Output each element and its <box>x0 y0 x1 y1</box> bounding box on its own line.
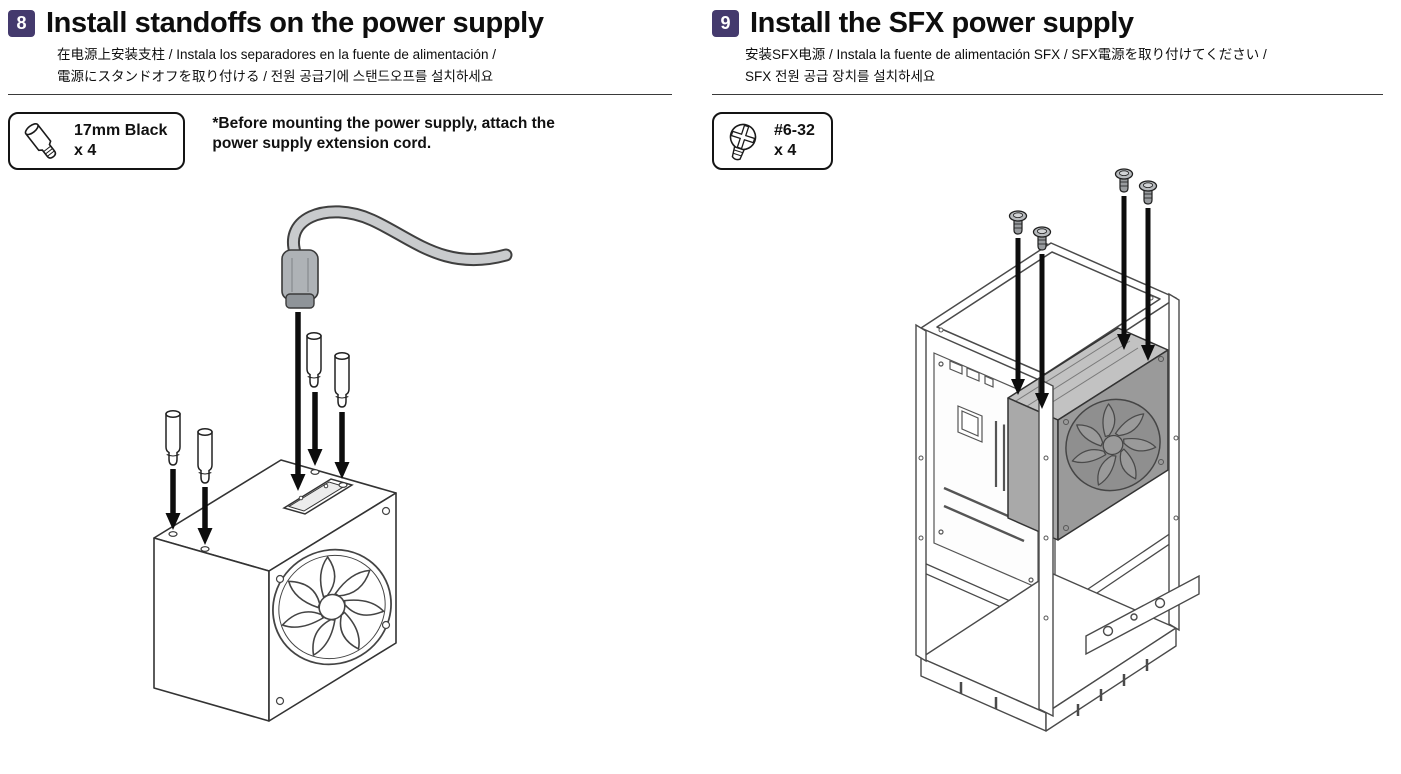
note-line1: *Before mounting the power supply, attac… <box>212 115 555 133</box>
step-9-badge: 9 <box>712 10 739 37</box>
part-box-standoff: 17mm Black x 4 <box>8 112 186 171</box>
step-8-parts-row: 17mm Black x 4 *Before mounting the powe… <box>8 112 696 171</box>
standoff-installation-illustration <box>153 205 513 722</box>
note-line2: power supply extension cord. <box>212 135 432 153</box>
step-8-subtitles: 在电源上安装支柱 / Instala los separadores en la… <box>0 44 696 87</box>
step-8-subtitle-line2: 電源にスタンドオフを取り付ける / 전원 공급기에 스탠드오프를 설치하세요 <box>57 68 494 84</box>
psu-fan-screw-holes <box>275 506 391 706</box>
part-qty: x 4 <box>74 142 97 160</box>
part-name: #6-32 <box>774 122 815 140</box>
rivet-holes <box>918 295 1179 621</box>
step-9-header: 9 Install the SFX power supply <box>704 0 1401 40</box>
step-9-section: 9 Install the SFX power supply 安装SFX电源 /… <box>704 0 1401 774</box>
step-9-title: Install the SFX power supply <box>750 7 1134 39</box>
install-arrows <box>1011 196 1155 409</box>
psu-connector-recess <box>282 478 354 515</box>
step-8-title: Install standoffs on the power supply <box>46 7 544 39</box>
part-qty: x 4 <box>774 142 797 160</box>
extension-cord-cable <box>287 205 513 267</box>
standoffs <box>165 332 350 484</box>
step-8-divider <box>8 94 672 96</box>
extension-cord-connector <box>281 249 319 309</box>
psu-screws <box>1008 168 1158 251</box>
part-text: #6-32 x 4 <box>774 121 815 161</box>
step-8-section: 8 Install standoffs on the power supply … <box>0 0 696 774</box>
install-arrows <box>165 312 350 545</box>
step-8-badge: 8 <box>8 10 35 37</box>
step-8-header: 8 Install standoffs on the power supply <box>0 0 696 40</box>
standoff-icon <box>24 123 57 160</box>
sfx-psu-installation-illustration <box>915 168 1200 732</box>
case-pillars <box>915 292 1180 718</box>
sfx-psu-fan <box>1065 398 1161 492</box>
step-8-note: *Before mounting the power supply, attac… <box>212 112 554 154</box>
part-box-screw: #6-32 x 4 <box>712 112 833 171</box>
step-8-subtitle-line1: 在电源上安装支柱 / Instala los separadores en la… <box>57 47 496 62</box>
screw-icon <box>729 123 757 161</box>
step-9-subtitle-line1: 安装SFX电源 / Instala la fuente de alimentac… <box>745 47 1267 62</box>
part-name: 17mm Black <box>74 122 168 140</box>
step-9-subtitles: 安装SFX电源 / Instala la fuente de alimentac… <box>704 44 1401 87</box>
step-9-subtitle-line2: SFX 전원 공급 장치를 설치하세요 <box>745 68 936 84</box>
step-9-divider <box>712 94 1383 96</box>
part-text: 17mm Black x 4 <box>74 121 167 161</box>
psu-fan <box>272 548 392 666</box>
bottom-bracket <box>1085 574 1200 656</box>
standoff-holes <box>168 469 348 552</box>
step-9-parts-row: #6-32 x 4 <box>712 112 1401 171</box>
